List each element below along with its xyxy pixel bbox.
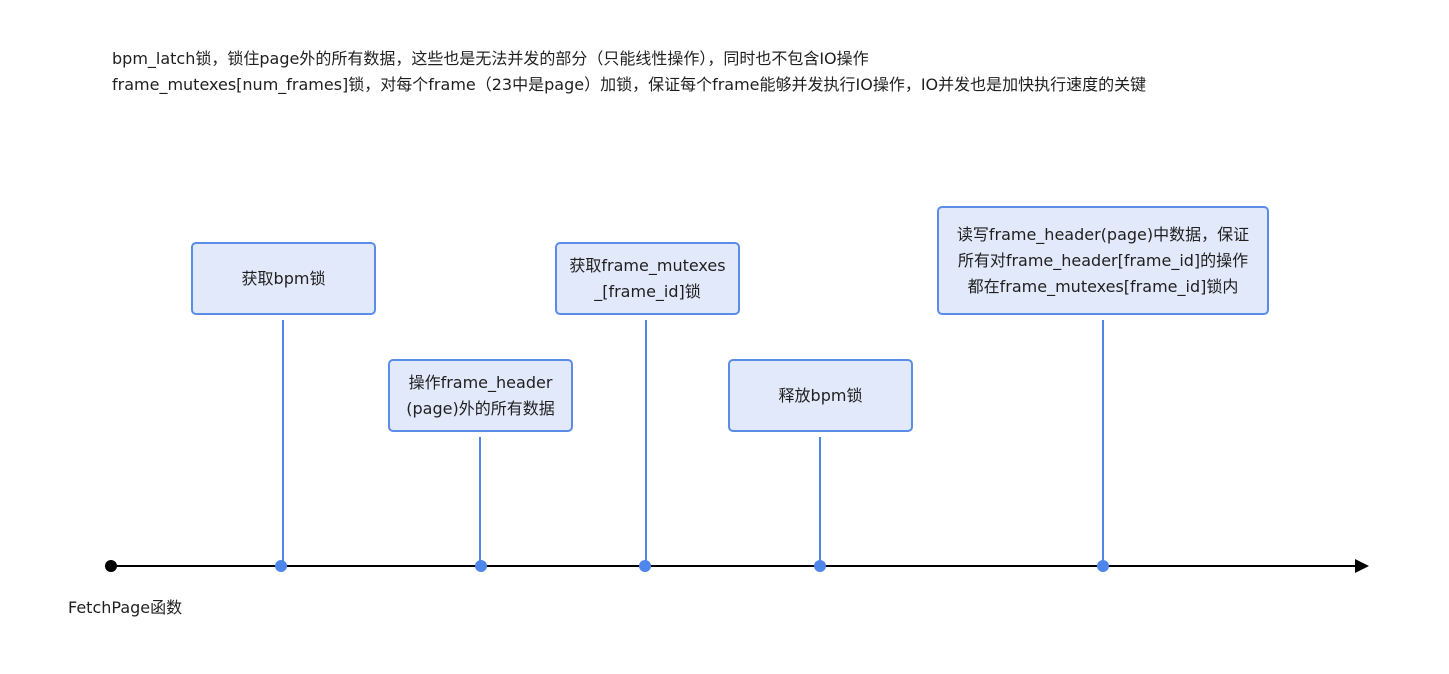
step-line: 操作frame_header bbox=[408, 372, 553, 392]
step-line: 释放bpm锁 bbox=[778, 385, 863, 405]
step-line: 获取bpm锁 bbox=[241, 268, 326, 288]
note-bpm-latch: bpm_latch锁，锁住page外的所有数据，这些也是无法并发的部分（只能线性… bbox=[112, 49, 869, 68]
step-text: 获取bpm锁 bbox=[242, 266, 326, 292]
step-marker-5 bbox=[1097, 560, 1109, 572]
step-box-acquire-frame-mutex: 获取frame_mutexes _[frame_id]锁 bbox=[555, 242, 740, 315]
step-marker-1 bbox=[275, 560, 287, 572]
step-marker-2 bbox=[475, 560, 487, 572]
step-line: (page)外的所有数据 bbox=[406, 398, 555, 418]
note-frame-mutexes: frame_mutexes[num_frames]锁，对每个frame（23中是… bbox=[112, 75, 1147, 94]
step-line: _[frame_id]锁 bbox=[594, 281, 701, 301]
axis-arrow-icon bbox=[1355, 559, 1369, 573]
step-text: 读写frame_header(page)中数据，保证 所有对frame_head… bbox=[957, 222, 1249, 300]
step-text: 操作frame_header (page)外的所有数据 bbox=[406, 370, 554, 422]
step-box-release-bpm-lock: 释放bpm锁 bbox=[728, 359, 913, 432]
step-box-operate-outside-data: 操作frame_header (page)外的所有数据 bbox=[388, 359, 573, 432]
step-text: 获取frame_mutexes _[frame_id]锁 bbox=[569, 253, 725, 305]
step-marker-3 bbox=[639, 560, 651, 572]
step-box-read-write-frame-header: 读写frame_header(page)中数据，保证 所有对frame_head… bbox=[937, 206, 1269, 315]
step-box-acquire-bpm-lock: 获取bpm锁 bbox=[191, 242, 376, 315]
step-line: 所有对frame_header[frame_id]的操作 bbox=[957, 250, 1249, 270]
step-line: 获取frame_mutexes bbox=[569, 255, 726, 275]
step-marker-4 bbox=[814, 560, 826, 572]
step-line: 都在frame_mutexes[frame_id]锁内 bbox=[967, 276, 1239, 296]
step-text: 释放bpm锁 bbox=[779, 383, 863, 409]
step-line: 读写frame_header(page)中数据，保证 bbox=[956, 224, 1250, 244]
axis-start-dot bbox=[105, 560, 117, 572]
timeline-label: FetchPage函数 bbox=[68, 598, 183, 617]
